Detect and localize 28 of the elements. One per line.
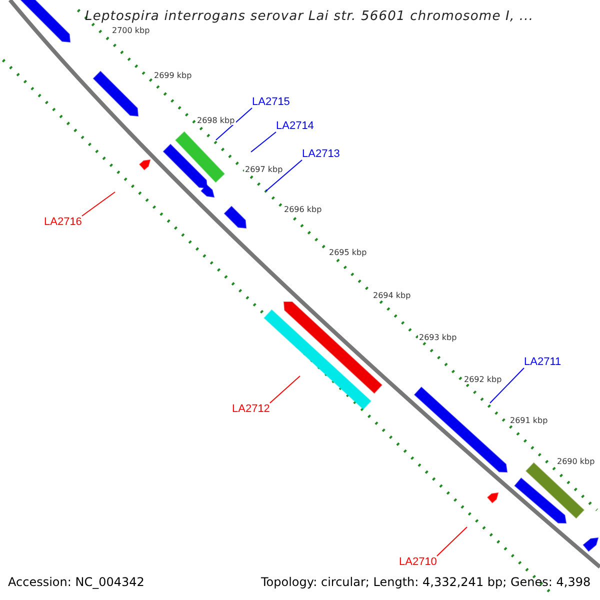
tick-label: 2692 kbp (463, 375, 503, 384)
tick-label: 2696 kbp (283, 205, 323, 214)
tick-label: 2697 kbp (244, 165, 284, 174)
tick-label: 2693 kbp (418, 333, 458, 342)
gene-label: LA2713 (302, 148, 340, 160)
gene-label: LA2710 (399, 556, 437, 568)
leader-line (250, 132, 276, 152)
gene-label: LA2711 (524, 356, 562, 368)
tick-label: 2699 kbp (153, 71, 193, 80)
leader-line (269, 376, 300, 404)
leader-line (490, 368, 524, 404)
tick-label: 2690 kbp (556, 457, 596, 466)
footer-text: Accession: NC_004342 (8, 575, 144, 589)
chart-title: Leptospira interrogans serovar Lai str. 56601 chromosome I, ... (85, 9, 534, 24)
leader-line (436, 526, 468, 556)
gene-label: LA2714 (276, 120, 314, 132)
tick-label: 2691 kbp (509, 416, 549, 425)
tick-label: 2694 kbp (372, 291, 412, 300)
gene-label: LA2715 (252, 96, 290, 108)
gene-label: LA2716 (44, 216, 82, 228)
leader-line (81, 192, 116, 216)
leader-line (216, 108, 252, 140)
footer-text: Topology: circular; Length: 4,332,241 bp; Genes: 4,398 (261, 575, 591, 589)
tick-label: 2700 kbp (111, 26, 151, 35)
tick-label: 2698 kbp (196, 116, 236, 125)
leader-line (266, 160, 302, 192)
gene-label: LA2712 (232, 403, 270, 415)
tick-label: 2695 kbp (328, 248, 368, 257)
